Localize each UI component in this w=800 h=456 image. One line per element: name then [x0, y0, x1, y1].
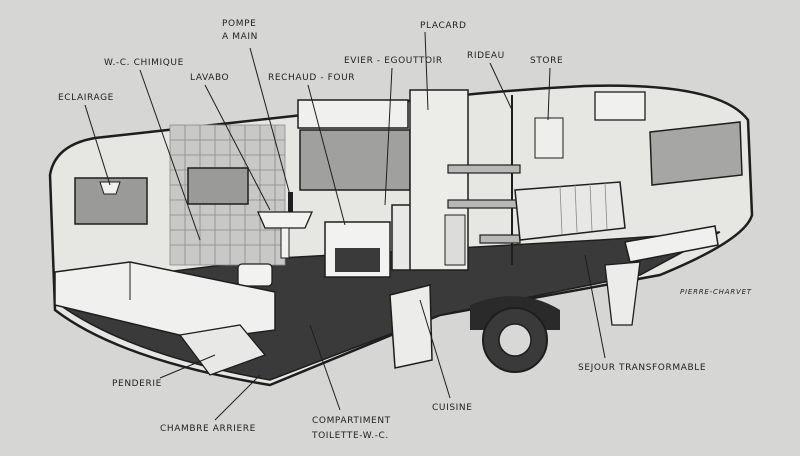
leader-lines: [84, 31, 606, 421]
label-wc-chimique: W.-C. CHIMIQUE: [104, 58, 184, 68]
hand-pump: [288, 192, 293, 212]
front-window: [649, 121, 743, 186]
label-pompe-line1: POMPE: [222, 19, 257, 29]
lounge-sofa: [514, 181, 626, 241]
label-pompe-line2: A MAIN: [222, 32, 258, 42]
label-rechaud-four: RECHAUD - FOUR: [268, 73, 356, 83]
washbasin: [257, 211, 313, 229]
label-chambre-arriere: CHAMBRE ARRIERE: [160, 424, 256, 434]
roof-vent: [594, 91, 646, 121]
front-bench: [624, 225, 719, 263]
upper-cupboard: [297, 99, 409, 129]
label-cuisine: CUISINE: [432, 403, 473, 413]
window-blind: [534, 117, 564, 159]
label-lavabo: LAVABO: [190, 73, 230, 83]
mudguard: [604, 261, 641, 326]
shelves: [447, 164, 521, 244]
label-placard: PLACARD: [420, 21, 467, 31]
label-rideau: RIDEAU: [467, 51, 505, 61]
label-store: STORE: [530, 56, 564, 66]
label-sejour-transformable: SEJOUR TRANSFORMABLE: [578, 363, 707, 373]
label-compartiment-line1: COMPARTIMENT: [312, 416, 391, 426]
label-penderie: PENDERIE: [112, 379, 162, 389]
label-compartiment-line2: TOILETTE-W.-C.: [312, 431, 389, 441]
toilet-window: [187, 167, 249, 205]
lamp: [99, 181, 121, 195]
chassis-panel: [389, 284, 433, 369]
kitchen-window: [299, 129, 411, 191]
artist-signature: PIERRE-CHARVET: [680, 288, 752, 296]
chemical-wc: [237, 263, 273, 287]
label-evier-egouttoir: EVIER - EGOUTTOIR: [344, 56, 443, 66]
label-eclairage: ECLAIRAGE: [58, 93, 114, 103]
